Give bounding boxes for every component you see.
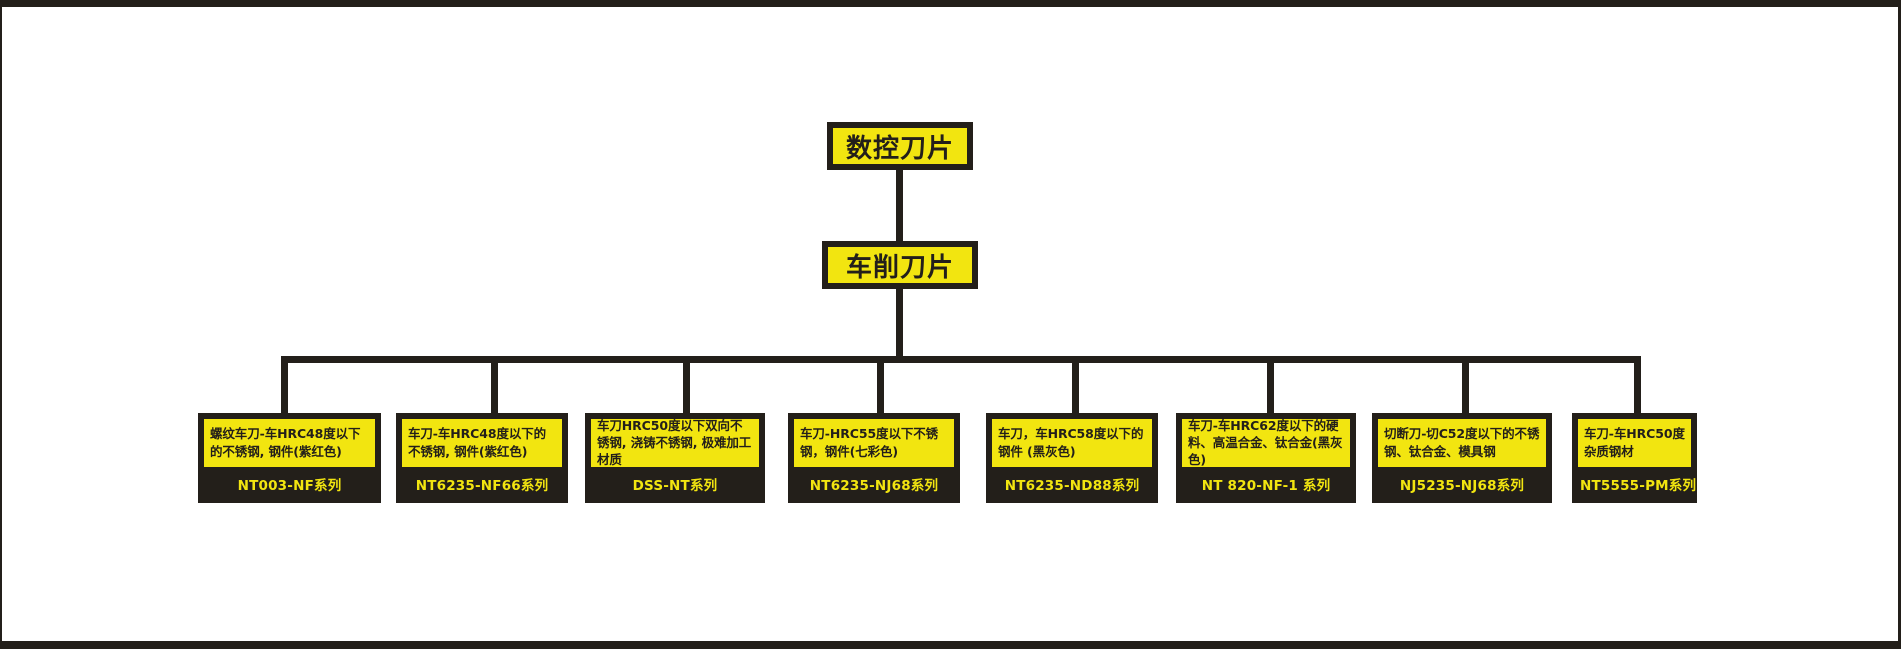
connector-root-to-level2 xyxy=(896,170,903,241)
connector-drop-3 xyxy=(683,356,690,419)
leaf-node-2[interactable]: 车刀-车HRC48度以下的不锈钢, 钢件(紫红色) NT6235-NF66系列 xyxy=(396,413,568,503)
connector-drop-5 xyxy=(1072,356,1079,419)
leaf-description-2: 车刀-车HRC48度以下的不锈钢, 钢件(紫红色) xyxy=(402,419,562,467)
connector-horizontal-bus xyxy=(281,356,1641,363)
connector-drop-1 xyxy=(281,356,288,419)
page-frame-left-edge xyxy=(0,0,2,649)
leaf-node-8[interactable]: 车刀-车HRC50度杂质钢材 NT5555-PM系列 xyxy=(1572,413,1697,503)
leaf-series-7: NJ5235-NJ68系列 xyxy=(1399,478,1525,494)
leaf-description-6: 车刀-车HRC62度以下的硬料、高温合金、钛合金(黑灰色) xyxy=(1182,418,1350,467)
leaf-node-1[interactable]: 螺纹车刀-车HRC48度以下的不锈钢, 钢件(紫红色) NT003-NF系列 xyxy=(198,413,381,503)
leaf-node-7[interactable]: 切断刀-切C52度以下的不锈钢、钛合金、模具钢 NJ5235-NJ68系列 xyxy=(1372,413,1552,503)
page-frame-right-edge xyxy=(1898,0,1901,649)
leaf-series-4: NT6235-NJ68系列 xyxy=(809,478,939,494)
connector-level2-to-bus xyxy=(896,289,903,356)
leaf-series-8: NT5555-PM系列 xyxy=(1580,478,1697,494)
leaf-series-2: NT6235-NF66系列 xyxy=(415,478,549,494)
leaf-description-8: 车刀-车HRC50度杂质钢材 xyxy=(1578,419,1691,467)
leaf-series-3: DSS-NT系列 xyxy=(632,478,718,494)
node-level2-turning-inserts[interactable]: 车削刀片 xyxy=(822,241,978,289)
leaf-description-1: 螺纹车刀-车HRC48度以下的不锈钢, 钢件(紫红色) xyxy=(204,419,375,467)
leaf-node-4[interactable]: 车刀-HRC55度以下不锈钢，钢件(七彩色) NT6235-NJ68系列 xyxy=(788,413,960,503)
leaf-series-1: NT003-NF系列 xyxy=(237,478,342,494)
leaf-series-5: NT6235-ND88系列 xyxy=(1004,478,1140,494)
leaf-description-3: 车刀HRC50度以下双向不锈钢, 浇铸不锈钢, 极难加工材质 xyxy=(591,418,759,467)
leaf-node-6[interactable]: 车刀-车HRC62度以下的硬料、高温合金、钛合金(黑灰色) NT 820-NF-… xyxy=(1176,413,1356,503)
connector-drop-7 xyxy=(1462,356,1469,419)
connector-drop-4 xyxy=(877,356,884,419)
connector-drop-8 xyxy=(1634,356,1641,419)
leaf-node-5[interactable]: 车刀，车HRC58度以下的钢件 (黑灰色) NT6235-ND88系列 xyxy=(986,413,1158,503)
leaf-description-5: 车刀，车HRC58度以下的钢件 (黑灰色) xyxy=(992,419,1152,467)
page-frame-bottom-bar xyxy=(0,641,1901,649)
connector-drop-2 xyxy=(491,356,498,419)
node-root[interactable]: 数控刀片 xyxy=(827,122,973,170)
page-frame-top-bar xyxy=(0,0,1901,7)
leaf-description-4: 车刀-HRC55度以下不锈钢，钢件(七彩色) xyxy=(794,419,954,467)
leaf-series-6: NT 820-NF-1 系列 xyxy=(1201,478,1331,494)
leaf-description-7: 切断刀-切C52度以下的不锈钢、钛合金、模具钢 xyxy=(1378,419,1546,467)
leaf-node-3[interactable]: 车刀HRC50度以下双向不锈钢, 浇铸不锈钢, 极难加工材质 DSS-NT系列 xyxy=(585,413,765,503)
connector-drop-6 xyxy=(1267,356,1274,419)
